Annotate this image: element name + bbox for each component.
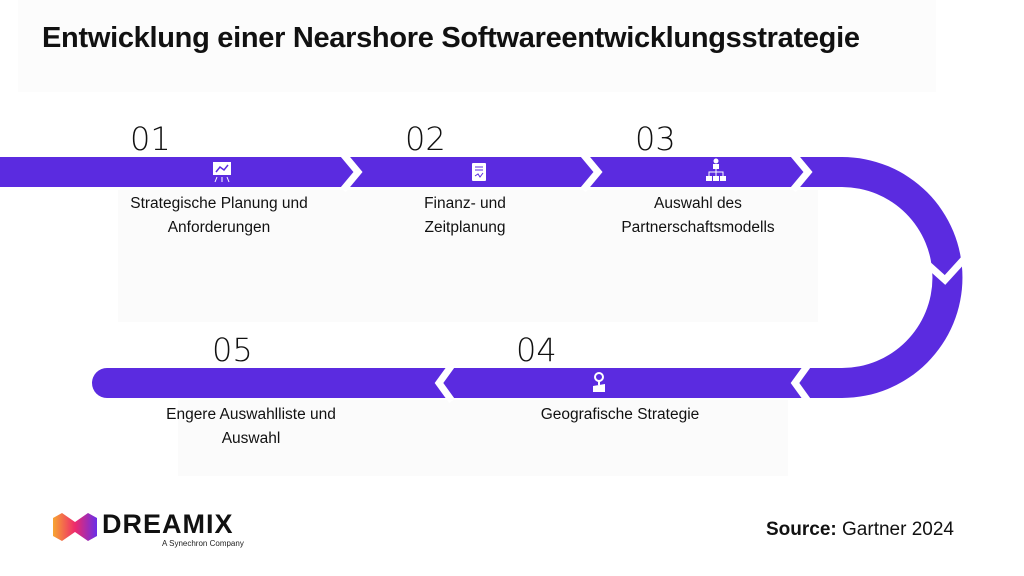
step-number-05: 05 — [212, 331, 253, 369]
dreamix-logo-mark-icon — [53, 513, 97, 541]
step-number-04: 04 — [516, 331, 557, 369]
step-number-01: 01 — [130, 120, 171, 158]
top-panel — [118, 190, 818, 322]
segment-05 — [92, 368, 440, 398]
page-title: Entwicklung einer Nearshore Softwareentw… — [42, 22, 860, 54]
bottom-panel — [178, 400, 788, 476]
label-line: Partnerschaftsmodells — [621, 219, 775, 236]
label-line: Strategische Planung und — [130, 195, 308, 212]
label-line: Geografische Strategie — [540, 406, 700, 423]
title-background — [18, 0, 936, 92]
logo-tagline: A Synechron Company — [162, 539, 244, 548]
segment-01 — [0, 157, 360, 187]
step-label-04: Geografische Strategie — [500, 403, 740, 427]
finance-document-icon — [471, 162, 487, 185]
step-number-03: 03 — [635, 120, 676, 158]
label-line: Auswahl des — [654, 195, 742, 212]
org-chart-icon — [705, 158, 727, 185]
source-label: Source: — [766, 519, 837, 540]
location-pin-icon — [591, 372, 607, 397]
segment-04 — [440, 368, 842, 398]
curve-segment — [842, 157, 963, 398]
logo-name: DREAMIX — [102, 509, 234, 539]
label-line: Anforderungen — [167, 219, 271, 236]
source-note: Source: Gartner 2024 — [766, 519, 954, 541]
source-value: Gartner 2024 — [842, 519, 954, 540]
label-line: Zeitplanung — [424, 219, 506, 236]
label-line: Auswahl — [221, 430, 281, 447]
step-number-02: 02 — [405, 120, 446, 158]
label-line: Engere Auswahlliste und — [166, 406, 336, 423]
label-line: Finanz- und — [424, 195, 506, 212]
presentation-chart-icon — [211, 161, 233, 186]
dreamix-logo: DREAMIX A Synechron Company — [52, 509, 244, 548]
